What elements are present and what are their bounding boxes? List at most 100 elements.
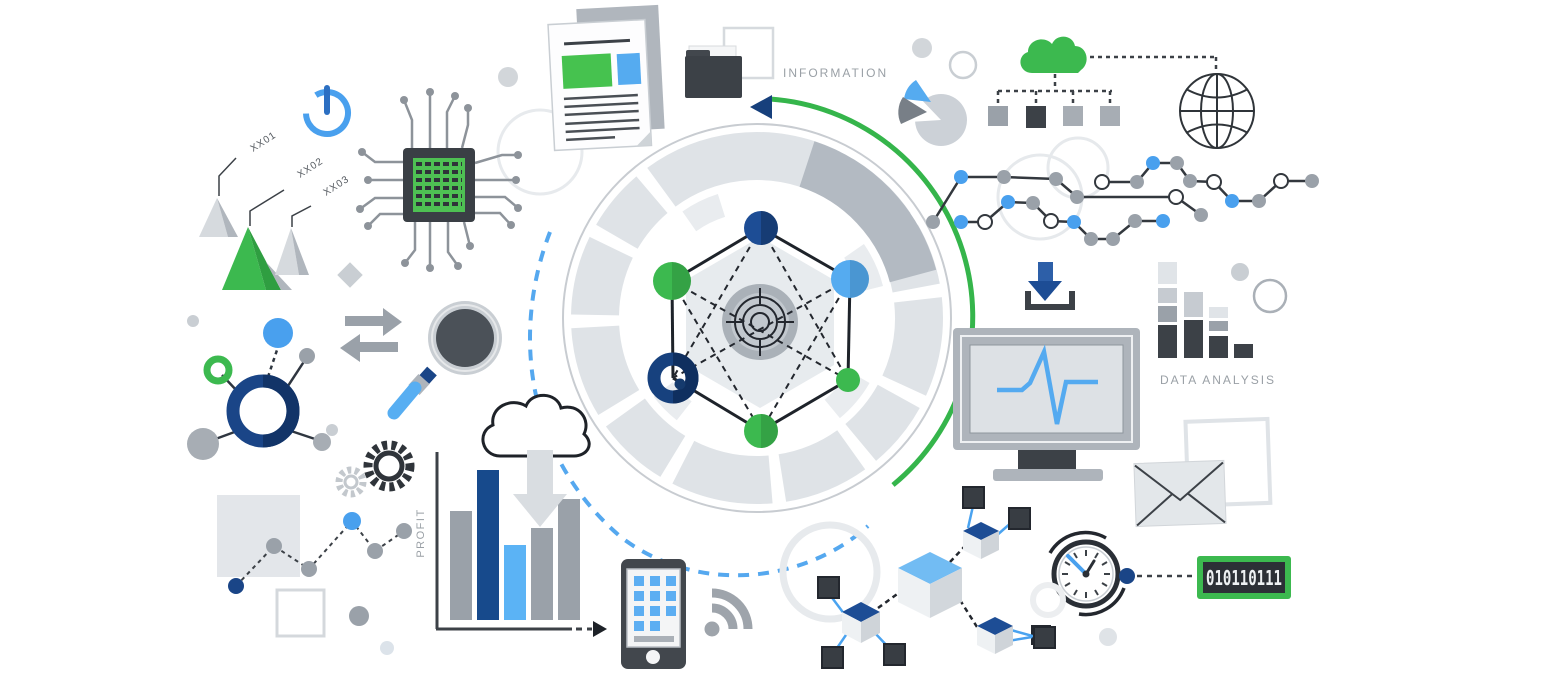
- pyramid-label-xx01: XX01: [249, 130, 279, 155]
- pyramids-icon: XX01 XX02 XX03: [199, 130, 352, 290]
- chip-pins: [359, 92, 519, 268]
- small-cube: [963, 522, 999, 559]
- gray-dot: [313, 433, 331, 451]
- node-square: [1100, 106, 1120, 126]
- profit-bar-chart: PROFIT: [415, 452, 607, 637]
- lcd-digits: 010110111: [1206, 566, 1282, 590]
- clock-minute-hand: [1066, 554, 1088, 576]
- equalizer-block: [1209, 321, 1228, 331]
- blue-dot: [343, 512, 361, 530]
- equalizer-block: [1158, 288, 1177, 303]
- gray-dot: [396, 523, 412, 539]
- chip-pin-dots: [356, 88, 522, 272]
- node-square: [988, 106, 1008, 126]
- gray-dot: [266, 538, 282, 554]
- gray-dot: [1231, 263, 1249, 281]
- profit-bar: [477, 470, 499, 620]
- cubes-network-icon: [817, 486, 1056, 669]
- gray-diamond: [337, 262, 363, 288]
- ring-dark-segment: [798, 141, 937, 283]
- blue-block: [616, 52, 642, 86]
- ring-outline-circle: [562, 123, 952, 513]
- arrowhead-left-icon: [750, 95, 772, 119]
- gray-dot: [187, 315, 199, 327]
- dashed-line-chart: [228, 512, 412, 594]
- navy-dot: [228, 578, 244, 594]
- pyramid-label-xx03: XX03: [322, 174, 352, 199]
- network-dashed-edges: [671, 227, 851, 432]
- small-cube: [977, 617, 1013, 654]
- equalizer-block: [1158, 306, 1177, 322]
- gray-dot: [301, 561, 317, 577]
- clock-ticks: [1062, 550, 1110, 598]
- globe-icon: [1179, 73, 1255, 149]
- page-dogear: [636, 131, 652, 147]
- node-square: [1063, 106, 1083, 126]
- gray-dot: [187, 428, 219, 460]
- green-arc: [769, 96, 976, 487]
- pyramid-label-xx02: XX02: [296, 156, 326, 181]
- node-square-dark: [1026, 106, 1046, 128]
- gray-dot: [326, 424, 338, 436]
- equalizer-block: [1184, 292, 1203, 317]
- green-ring: [203, 355, 233, 385]
- pulse-line: [997, 344, 1098, 425]
- smartphone-icon: [621, 559, 686, 669]
- magnifier-icon: [387, 301, 502, 420]
- small-cube: [842, 602, 880, 643]
- equalizer-block: [1158, 325, 1177, 358]
- lcd-binary-icon: 010110111: [1197, 556, 1291, 599]
- profit-bar: [558, 499, 580, 620]
- data-analysis-label: DATA ANALYSIS: [1160, 373, 1276, 387]
- profit-label: PROFIT: [415, 508, 427, 557]
- tree-connectors: [996, 55, 1218, 106]
- circle-outline: [1252, 278, 1288, 314]
- hexagon-network: [647, 211, 869, 448]
- network-nodes: [647, 211, 869, 448]
- pie-blue-slice: [904, 80, 931, 102]
- transfer-arrows-icon: [340, 308, 402, 362]
- folder-icon: [685, 26, 775, 98]
- download-tray: [1025, 291, 1075, 310]
- documents-icon: [547, 4, 665, 152]
- green-arrow-arc: [750, 95, 976, 487]
- equalizer-block: [1209, 307, 1228, 318]
- cloud-download-icon: [481, 393, 591, 527]
- circle-outline: [948, 50, 978, 80]
- gray-dot: [349, 606, 369, 626]
- equalizer-block: [1234, 344, 1253, 358]
- information-label: INFORMATION: [783, 66, 888, 80]
- profit-bar: [531, 528, 553, 620]
- pale-dot: [1099, 628, 1117, 646]
- equalizer-block: [1209, 336, 1228, 358]
- gears-icon: [335, 440, 415, 498]
- chip-circuitry: [416, 162, 462, 206]
- gray-dot: [367, 543, 383, 559]
- download-icon: [1025, 262, 1075, 310]
- monitor-base: [993, 469, 1103, 481]
- node-navy: [744, 211, 778, 245]
- app-grid: [634, 576, 676, 631]
- node-green: [744, 414, 778, 448]
- equalizer-chart-icon: [1158, 262, 1253, 358]
- node-green-small: [836, 368, 860, 392]
- gray-dot: [498, 67, 518, 87]
- profit-bar: [504, 545, 526, 620]
- phone-toolbar: [634, 636, 674, 642]
- faint-ring: [1030, 582, 1066, 618]
- pie-dark-slice: [898, 97, 927, 124]
- gray-dot: [912, 38, 932, 58]
- axis-arrowhead: [593, 621, 607, 637]
- profit-bars: [450, 470, 580, 620]
- flat-squares: [817, 486, 1056, 669]
- profit-bar: [450, 511, 472, 620]
- navy-dot: [1119, 568, 1135, 584]
- molecule-icon: [187, 315, 331, 460]
- ring-segments: [571, 132, 943, 504]
- rss-icon: [704, 588, 753, 637]
- green-block: [561, 53, 613, 89]
- pie-chart-icon: [898, 80, 967, 146]
- light-square: [217, 495, 300, 577]
